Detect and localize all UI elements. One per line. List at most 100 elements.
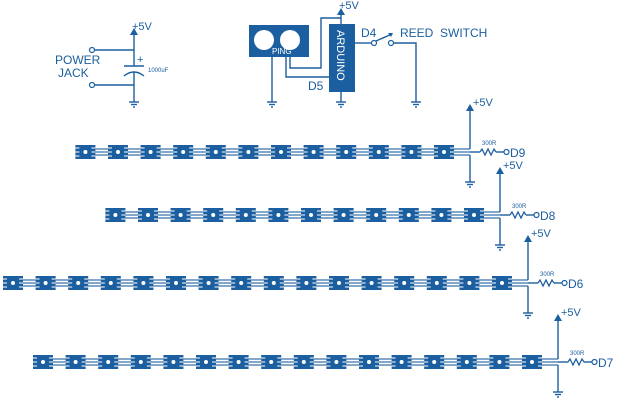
pin-terminal [591, 358, 598, 366]
resistor-value: 300R [570, 351, 585, 357]
resistor-value: 300R [512, 204, 527, 210]
power-arrow-icon [524, 235, 532, 242]
ground-icon [495, 244, 505, 251]
led-pixel [268, 208, 301, 222]
reed-switch-arrow-icon [388, 33, 393, 37]
resistor-value: 300R [540, 272, 555, 278]
reed-switch-lever [375, 33, 393, 42]
ground-icon [129, 101, 139, 108]
led-pixel [326, 355, 359, 369]
arduino-board [329, 24, 355, 92]
led-pixel [98, 355, 131, 369]
led-pixel [196, 355, 229, 369]
arduino-supply-label: +5V [339, 0, 360, 12]
led-pixel [228, 355, 262, 369]
strip-bus-d9: +5V 300R D9 [465, 97, 526, 188]
led-pixel [65, 355, 99, 369]
power-jack-section: +5V POWER JACK + 1000uF [55, 21, 169, 108]
led-pixel [173, 145, 206, 159]
led-pixel [198, 276, 232, 290]
resistor-icon [567, 357, 585, 367]
led-pixel [301, 208, 334, 222]
strip-pin-label: D8 [540, 209, 556, 223]
led-pixel [261, 355, 294, 369]
resistor-icon [537, 278, 555, 288]
led-pixel [336, 145, 369, 159]
ground-icon [336, 101, 346, 108]
reed-switch-label: REED SWITCH [400, 26, 487, 40]
led-pixel [333, 208, 367, 222]
led-pixel [329, 276, 362, 290]
controller-section: PING ARDUINO +5V D5 D4 REED SWITCH [249, 0, 487, 108]
ground-icon [465, 181, 475, 188]
led-pixel [3, 276, 36, 290]
led-pixel [130, 355, 164, 369]
power-arrow-icon [130, 28, 138, 35]
led-pixel [296, 276, 329, 290]
led-pixel [303, 145, 337, 159]
led-pixel [398, 208, 432, 222]
led-pixel [68, 276, 101, 290]
led-pixel [359, 355, 392, 369]
led-pixel [426, 276, 460, 290]
led-pixel [100, 276, 134, 290]
led-pixel [170, 208, 204, 222]
strip-supply-label: +5V [561, 307, 582, 319]
strip-bus-d6: +5V 300R D6 [523, 228, 584, 319]
power-jack-label-1: POWER [55, 53, 101, 67]
led-pixel [459, 276, 492, 290]
led-pixel [401, 145, 434, 159]
ground-icon [267, 101, 277, 108]
ping-transducer-left [254, 30, 274, 50]
pin-terminal [533, 211, 540, 219]
resistor-icon [509, 210, 527, 220]
strip-pin-label: D9 [510, 146, 526, 160]
reed-switch-contact-right [387, 39, 395, 47]
led-pixel [293, 355, 327, 369]
led-pixel [138, 208, 171, 222]
pin-terminal [503, 148, 510, 156]
jack-terminal-bottom [88, 81, 96, 89]
power-supply-label: +5V [132, 21, 153, 33]
led-pixel [368, 145, 402, 159]
led-pixel [489, 355, 522, 369]
strip-pin-label: D7 [598, 356, 614, 370]
ping-transducer-right [280, 30, 300, 50]
led-pixel [391, 355, 425, 369]
led-pixel [108, 145, 141, 159]
capacitor-value: 1000uF [148, 68, 169, 74]
led-pixel [492, 276, 528, 290]
resistor-icon [479, 147, 497, 157]
capacitor-polarity: + [137, 54, 143, 66]
led-pixel [366, 208, 399, 222]
led-pixel [163, 355, 196, 369]
power-arrow-icon [554, 314, 562, 321]
strip-supply-label: +5V [473, 97, 494, 109]
resistor-value: 300R [482, 141, 497, 147]
pin-terminal [561, 279, 568, 287]
ground-icon [411, 101, 421, 108]
strip-bus-d8: +5V 300R D8 [495, 160, 556, 251]
led-pixel [263, 276, 297, 290]
strip-supply-label: +5V [531, 228, 552, 240]
led-pixel [133, 276, 166, 290]
led-pixel [424, 355, 457, 369]
led-pixel [464, 208, 500, 222]
led-strip-d7: +5V 300R D7 [33, 307, 614, 398]
ping-pin-label: D5 [308, 79, 324, 93]
led-pixel [522, 355, 558, 369]
led-pixel [33, 355, 66, 369]
ping-label: PING [272, 47, 292, 56]
led-strip-d9: +5V 300R D9 [75, 97, 526, 188]
led-pixel [238, 145, 271, 159]
ground-icon [553, 391, 563, 398]
led-pixel [271, 145, 304, 159]
led-pixel [75, 145, 108, 159]
led-pixel [456, 355, 490, 369]
led-pixel [205, 145, 239, 159]
led-pixel [203, 208, 236, 222]
led-pixel [35, 276, 69, 290]
strip-pin-label: D6 [568, 277, 584, 291]
